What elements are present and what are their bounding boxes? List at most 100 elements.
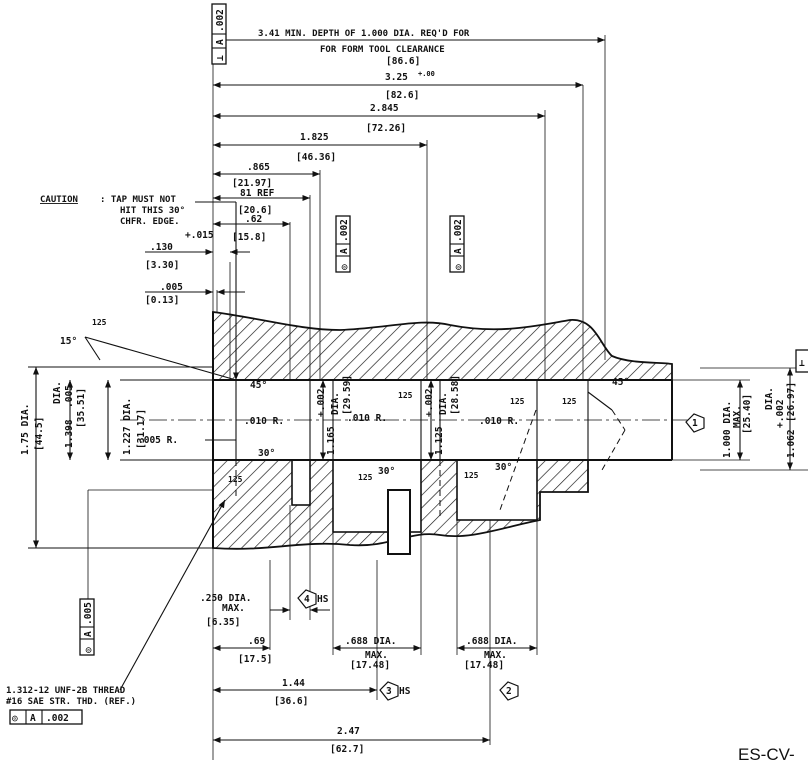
dia-1-75-value: 1.75 DIA. xyxy=(20,404,31,455)
dim-2-47-value: 2.47 xyxy=(337,726,360,737)
dim-865: .865 [21.97] xyxy=(232,162,272,189)
dia-688-a-mm: [17.48] xyxy=(350,660,390,671)
fcf-mid-1: ◎ A .002 xyxy=(335,215,351,273)
dia-1-165-unit: DIA. xyxy=(330,392,341,415)
dia-1-000-value: 1.000 DIA. xyxy=(722,401,733,458)
dia-1-125-tol: +.002 xyxy=(424,388,435,417)
dia-688-a-max: MAX. xyxy=(365,650,388,661)
dim-2-47: 2.47 [62.7] xyxy=(330,726,364,755)
callout-4-hs: 4 HS xyxy=(297,589,329,609)
thread-note: 1.312-12 UNF-2B THREAD #16 SAE STR. THD.… xyxy=(6,686,136,707)
fcf-top-datum: A xyxy=(215,39,226,45)
concentricity-icon: ◎ xyxy=(83,647,94,653)
dia-688-b-value: .688 DIA. xyxy=(466,636,517,647)
dim-1-44-mm: [36.6] xyxy=(274,696,308,707)
angle-45-left: 45° xyxy=(250,380,267,391)
caution-label: CAUTION xyxy=(40,195,78,205)
finish-125-b: 125 xyxy=(398,391,413,400)
fcf-bottom-datum: A xyxy=(30,713,36,724)
fcf-mid-1-tol: .002 xyxy=(339,219,350,242)
dia-1-062-mm: [26.97] xyxy=(786,382,797,422)
dim-1-825: 1.825 [46.36] xyxy=(296,132,336,163)
dim-81-ref-mm: [20.6] xyxy=(238,205,272,216)
angle-45-right: 45° xyxy=(612,377,629,388)
callout-4-suffix: HS xyxy=(317,594,329,605)
drawing-number: ES-CV- xyxy=(738,745,795,764)
caution-line3: CHFR. EDGE. xyxy=(120,217,180,227)
finish-125-g: 125 xyxy=(464,471,479,480)
angle-15-label: 15° xyxy=(60,336,77,347)
dia-688-a-value: .688 DIA. xyxy=(345,636,396,647)
callout-4-num: 4 xyxy=(304,594,310,605)
dia-1-125-value: 1.125 xyxy=(434,426,445,455)
finish-125-e: 125 xyxy=(228,475,243,484)
callout-2-num: 2 xyxy=(506,686,512,697)
dim-005: .005 [0.13] xyxy=(145,282,183,306)
fcf-bottom-tol: .002 xyxy=(46,713,69,724)
dia-1-165: 1.165 +.002 DIA. [29.59] xyxy=(316,375,353,455)
dia-1-75: 1.75 DIA. [44.5] xyxy=(20,404,45,455)
dia-1-398: DIA. .005 1.398 [35.51] xyxy=(52,381,87,448)
dia-1-000: 1.000 DIA. MAX. [25.40] xyxy=(722,394,753,458)
radius-010-c: .010 R. xyxy=(479,416,519,427)
dia-688-b-max: MAX. xyxy=(484,650,507,661)
dim-69-value: .69 xyxy=(248,636,265,647)
dia-1-125: 1.125 +.002 DIA. [28.58] xyxy=(424,375,461,455)
dim-81-ref: 81 REF [20.6] xyxy=(238,188,275,216)
fcf-left-tol: .005 xyxy=(83,602,94,625)
caution-note: CAUTION : TAP MUST NOT HIT THIS 30° CHFR… xyxy=(40,195,185,227)
dim-3-25-mm: [82.6] xyxy=(385,90,419,101)
dia-1-165-tol: +.002 xyxy=(316,388,327,417)
dim-130: .130 [3.30] xyxy=(145,242,179,271)
fcf-mid-2: ◎ A .002 xyxy=(449,215,465,273)
dia-1-227-value: 1.227 DIA. xyxy=(122,398,133,455)
dim-1-825-value: 1.825 xyxy=(300,132,329,143)
dim-1-44: 1.44 [36.6] xyxy=(274,678,308,707)
caution-line2: HIT THIS 30° xyxy=(120,206,185,216)
dim-3-25-tol: +.00 xyxy=(418,70,435,78)
dia-1-062-value: 1.062 xyxy=(786,429,797,458)
dia-1-062-tol: +.002 xyxy=(775,399,786,428)
dia-1-398-value: 1.398 xyxy=(64,419,75,448)
fcf-left-datum: A xyxy=(83,631,94,637)
concentricity-icon: ◎ xyxy=(453,264,464,270)
fcf-left: ◎ A .005 xyxy=(79,598,95,656)
dim-2-845-value: 2.845 xyxy=(370,103,399,114)
dia-1-165-mm: [29.59] xyxy=(342,375,353,415)
fcf-mid-1-datum: A xyxy=(339,248,350,254)
dia-1-75-mm: [44.5] xyxy=(34,417,45,451)
dim-865-value: .865 xyxy=(247,162,270,173)
upper-wall-section xyxy=(212,310,673,381)
form-tool-line2: FOR FORM TOOL CLEARANCE xyxy=(320,45,445,55)
dia-688-a: .688 DIA. MAX. [17.48] xyxy=(345,636,396,671)
callout-2: 2 xyxy=(499,681,519,701)
dia-1-062-unit: DIA. xyxy=(764,387,775,410)
dim-69-mm: [17.5] xyxy=(238,654,272,665)
dim-2-845-mm: [72.26] xyxy=(366,123,406,134)
dim-2-845: 2.845 [72.26] xyxy=(366,103,406,134)
form-tool-note: 3.41 MIN. DEPTH OF 1.000 DIA. REQ'D FOR … xyxy=(258,29,470,67)
dia-688-b: .688 DIA. MAX. [17.48] xyxy=(464,636,517,671)
fcf-bottom: ◎ A .002 xyxy=(9,709,83,725)
callout-3-num: 3 xyxy=(386,686,392,697)
dia-1-125-mm: [28.58] xyxy=(450,375,461,415)
callout-1-num: 1 xyxy=(692,418,698,429)
dia-1-000-mm: [25.40] xyxy=(742,394,753,434)
radius-010-a: .010 R. xyxy=(244,416,284,427)
dia-688-b-mm: [17.48] xyxy=(464,660,504,671)
dia-1-000-max: MAX. xyxy=(732,405,743,428)
finish-125-a: 125 xyxy=(92,318,107,327)
dim-2-47-mm: [62.7] xyxy=(330,744,364,755)
dia-1-398-tol: .005 xyxy=(64,385,75,408)
finish-125-f: 125 xyxy=(358,473,373,482)
dia-1-165-value: 1.165 xyxy=(326,426,337,455)
concentricity-icon: ◎ xyxy=(12,713,18,724)
dia-1-125-unit: DIA. xyxy=(438,392,449,415)
dim-81-ref-value: 81 REF xyxy=(240,188,275,199)
fcf-top: ⊥ A .002 xyxy=(211,3,227,65)
perpendicularity-icon: ⊥ xyxy=(215,55,226,61)
fcf-mid-2-tol: .002 xyxy=(453,219,464,242)
dim-62-value: .62 xyxy=(245,214,262,225)
callout-3-hs: 3 HS xyxy=(379,681,411,701)
